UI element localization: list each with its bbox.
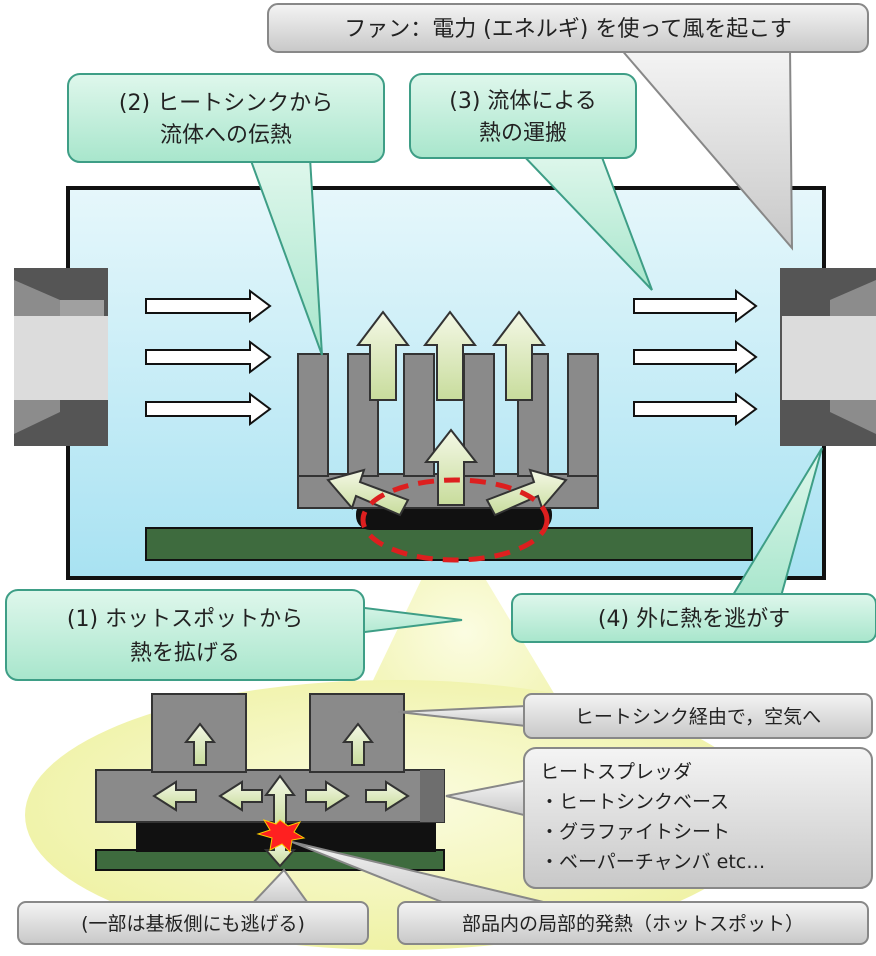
heatsink-air-label: ヒートシンク経由で，空気へ — [575, 706, 821, 728]
to-board-callout: (一部は基板側にも逃げる) — [17, 868, 369, 945]
hotspot-label: 部品内の局部的発熱（ホットスポット） — [462, 913, 804, 935]
step2-callout: (2) ヒートシンクから 流体への伝熱 — [67, 73, 385, 356]
fan-callout: ファン：電力 (エネルギ) を使って風を起こす — [267, 3, 869, 251]
zoom-arrows — [152, 722, 410, 868]
zoom-heatsink-blocks — [151, 693, 405, 773]
step1-label-line1: (1) ホットスポットから — [67, 607, 303, 632]
step1-callout: (1) ホットスポットから 熱を拡げる — [5, 589, 463, 681]
hotspot-callout: 部品内の局部的発熱（ホットスポット） — [291, 841, 869, 945]
spreader-item-2: ・グラファイトシート — [540, 821, 730, 843]
airflow-arrows-in — [145, 289, 272, 426]
spreader-callout: ヒートスプレッダ ・ヒートシンクベース ・グラファイトシート ・ベーパーチャンバ… — [445, 747, 873, 889]
step2-label-line1: (2) ヒートシンクから — [119, 91, 333, 116]
step1-label-line2: 熱を拡げる — [130, 641, 240, 666]
hotspot-ring — [360, 477, 550, 563]
right-fan — [780, 268, 876, 446]
step2-label-line2: 流体への伝熱 — [160, 123, 292, 148]
heat-arrows-up — [355, 310, 547, 506]
circuit-board — [145, 527, 753, 561]
hotspot-burst-icon — [256, 819, 306, 854]
spreader-item-1: ・ヒートシンクベース — [540, 791, 729, 813]
step3-callout: (3) 流体による 熱の運搬 — [409, 73, 653, 291]
step4-label: (4) 外に熱を逃がす — [598, 607, 790, 632]
left-fan — [14, 268, 108, 446]
fan-label: ファン：電力 (エネルギ) を使って風を起こす — [344, 17, 792, 42]
heatsink-air-callout: ヒートシンク経由で，空気へ — [397, 693, 873, 739]
step3-label-line2: 熱の運搬 — [479, 121, 567, 146]
spreader-title: ヒートスプレッダ — [540, 761, 692, 783]
spreader-item-3: ・ベーパーチャンバ etc… — [540, 851, 765, 873]
airflow-arrows-out — [633, 289, 758, 426]
step3-label-line1: (3) 流体による — [449, 89, 597, 114]
step4-callout: (4) 外に熱を逃がす — [511, 447, 876, 643]
to-board-label: (一部は基板側にも逃げる) — [81, 913, 305, 935]
